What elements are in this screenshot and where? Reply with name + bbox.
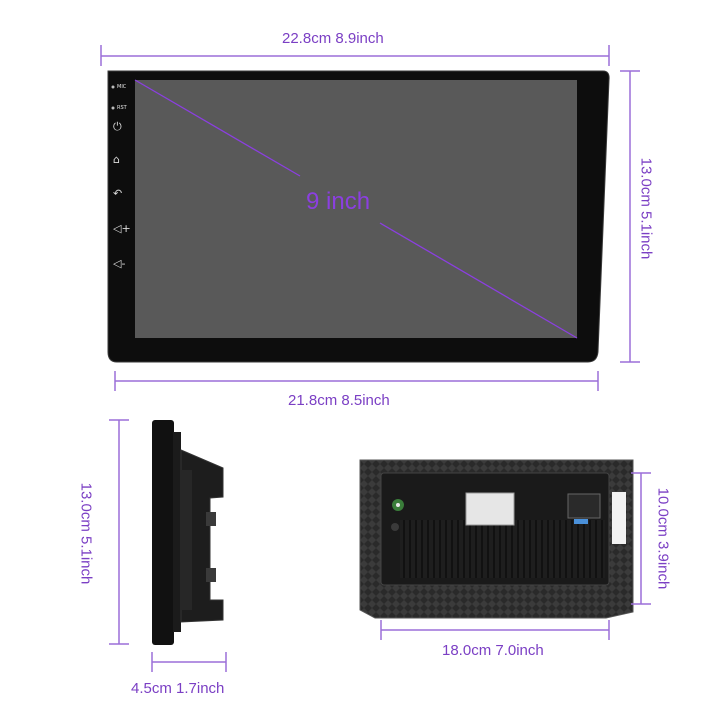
front-head-unit: [107, 70, 610, 363]
side-depth-dimension-line: [151, 652, 227, 672]
top-dimension-line: [100, 45, 610, 66]
back-width-label: 18.0cm 7.0inch: [442, 642, 544, 659]
front-width-label: 22.8cm 8.9inch: [282, 30, 384, 47]
front-bottom-dimension-line: [114, 371, 599, 391]
front-height-label: 13.0cm 5.1inch: [637, 157, 655, 260]
mic-label: MIC: [117, 84, 127, 90]
side-depth-label: 4.5cm 1.7inch: [131, 680, 225, 697]
diagonal-size-label: 9 inch: [306, 188, 371, 215]
connector-block: [465, 492, 515, 526]
back-icon[interactable]: ↶: [113, 187, 123, 200]
power-icon[interactable]: ⏻: [113, 120, 122, 133]
front-inner-width-label: 21.8cm 8.5inch: [288, 392, 390, 409]
home-icon[interactable]: ⌂: [113, 153, 120, 166]
back-width-dimension-line: [380, 620, 610, 640]
back-view-unit: [359, 459, 634, 619]
back-height-dimension-line: [631, 472, 651, 605]
side-height-dimension-line: [109, 419, 129, 645]
volume-down-icon[interactable]: ◁-: [113, 257, 126, 270]
front-right-dimension-line: [620, 70, 640, 363]
volume-up-icon[interactable]: ◁+: [113, 222, 131, 235]
side-height-label: 13.0cm 5.1inch: [77, 482, 95, 585]
back-height-label: 10.0cm 3.9inch: [654, 487, 672, 590]
rst-label: RST: [117, 105, 127, 111]
side-view-unit: [152, 420, 224, 645]
